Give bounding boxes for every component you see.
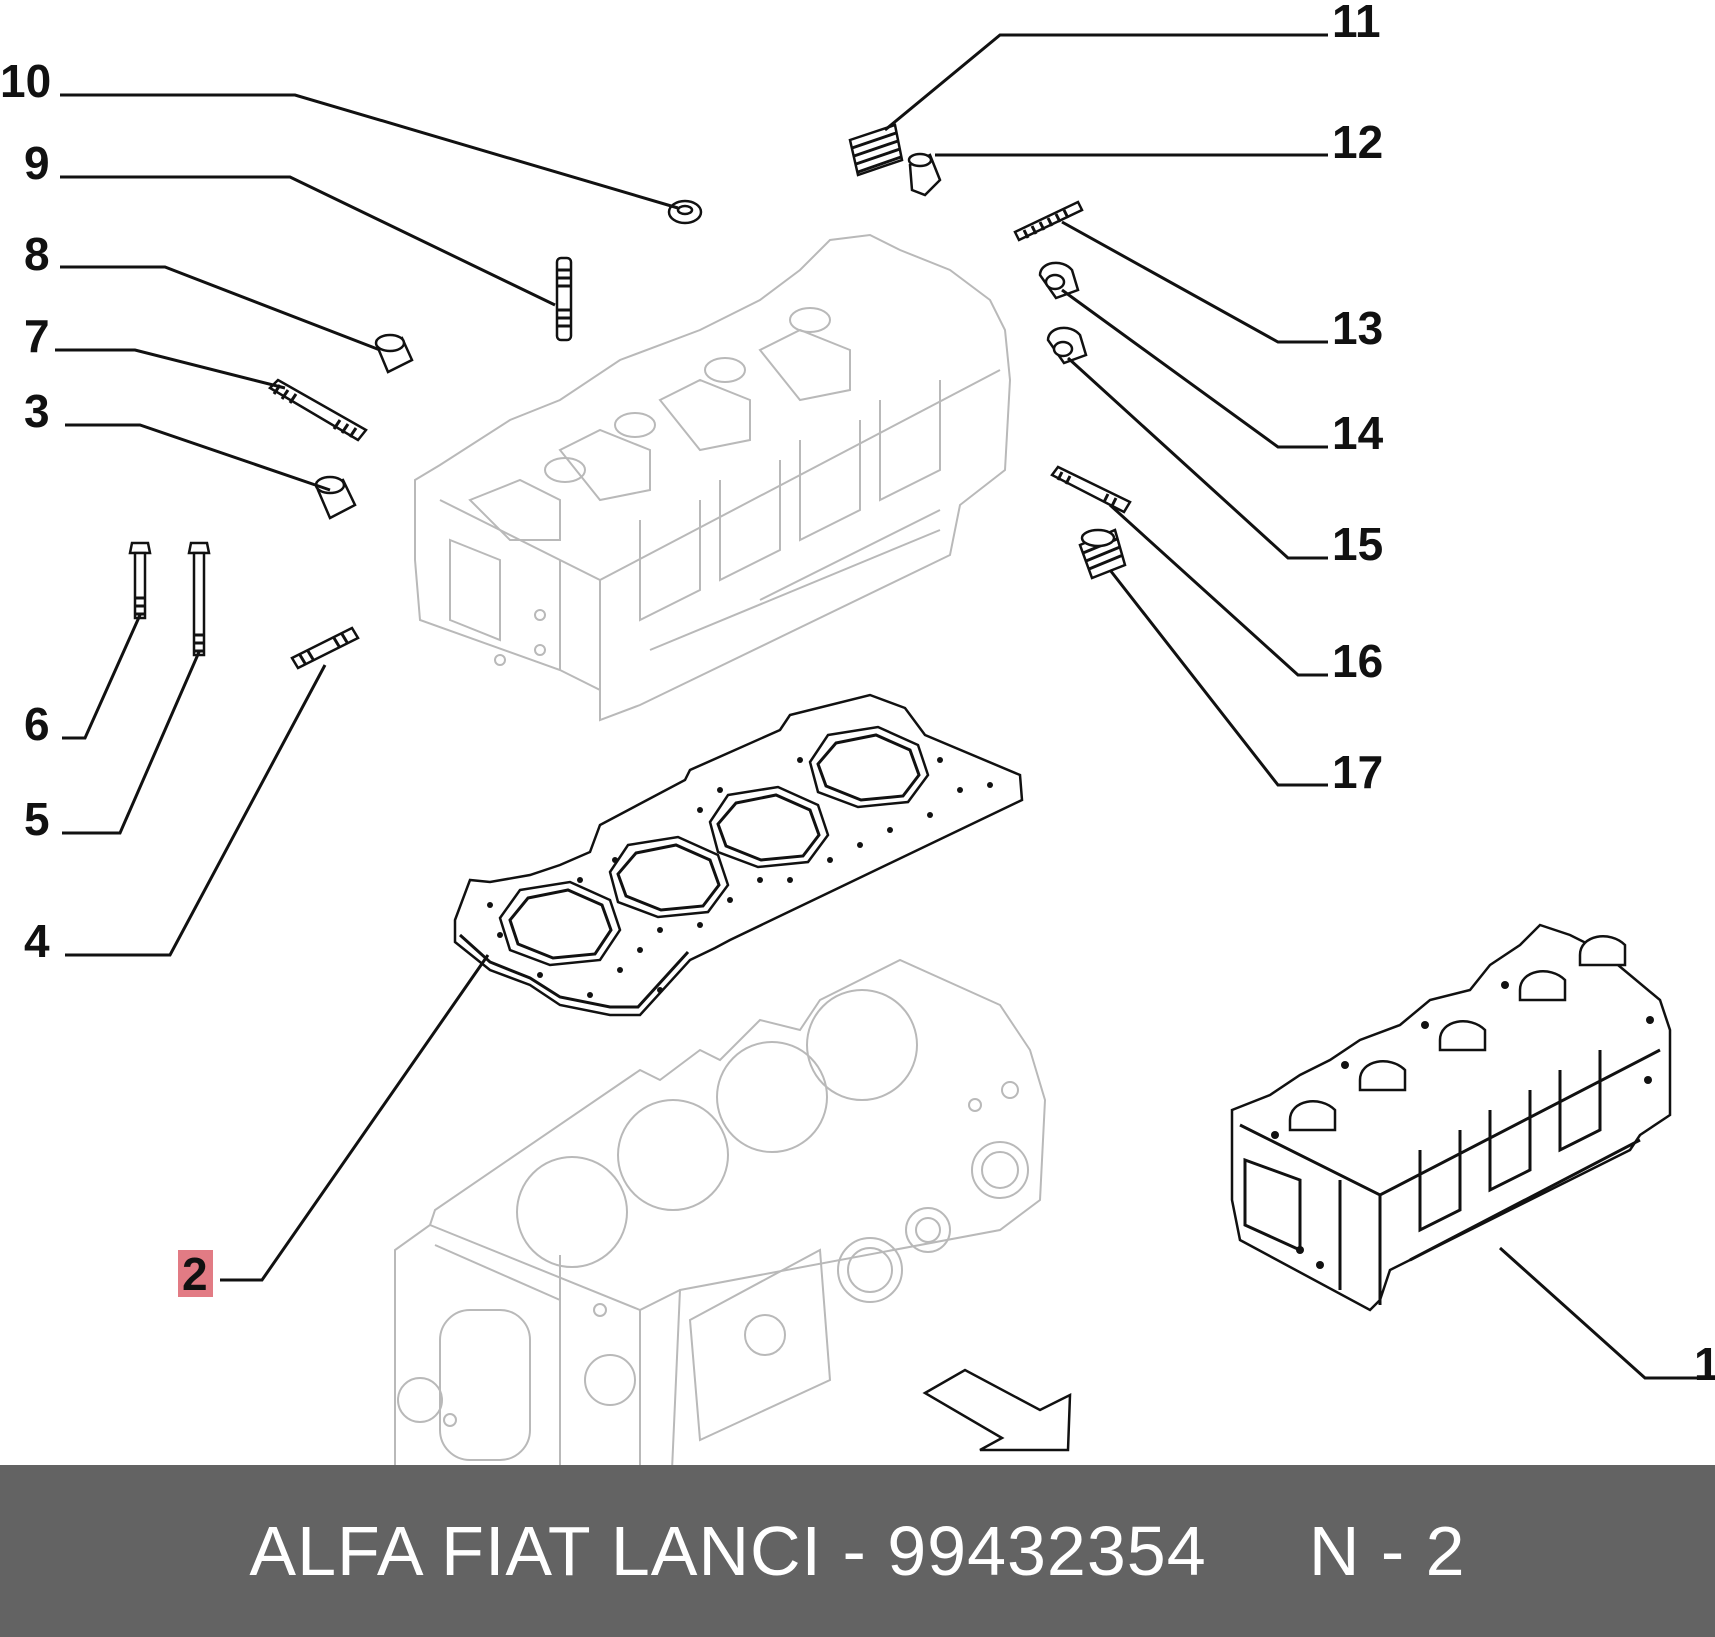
callout-9: 9 <box>24 137 50 189</box>
callout-3: 3 <box>24 385 50 437</box>
tappet-part-12 <box>907 152 942 197</box>
plug-part-8 <box>374 333 414 374</box>
callout-11: 11 <box>1332 0 1381 47</box>
stud-part-4 <box>290 626 360 670</box>
cylinder-head-ghost <box>414 233 1012 722</box>
seal-part-14 <box>1038 261 1080 300</box>
callout-10: 10 <box>0 55 51 107</box>
part-number-text: ALFA FIAT LANCI - 99432354 <box>249 1512 1207 1590</box>
stud-part-9 <box>555 256 573 342</box>
plug-part-3 <box>314 475 357 520</box>
exploded-parts-diagram: 2 10 9 8 7 3 6 5 4 11 12 13 14 15 16 17 … <box>0 0 1715 1465</box>
callout-6: 6 <box>24 698 50 750</box>
stud-part-16 <box>1050 465 1132 514</box>
callout-15: 15 <box>1332 518 1383 570</box>
stud-part-7 <box>267 378 368 442</box>
callout-14: 14 <box>1332 407 1384 459</box>
stud-part-13 <box>1013 200 1084 242</box>
callout-4: 4 <box>24 915 50 967</box>
callout-2-highlight <box>178 1250 213 1297</box>
head-gasket <box>453 693 1024 1017</box>
bolt-part-5 <box>187 541 211 657</box>
engine-block <box>394 958 1047 1465</box>
footer-spacer <box>1207 1512 1309 1590</box>
cylinder-head <box>1230 923 1672 1312</box>
callout-2: 2 <box>182 1248 208 1300</box>
callout-numbers: 2 10 9 8 7 3 6 5 4 11 12 13 14 15 16 17 … <box>0 0 1715 1390</box>
seal-part-15 <box>1046 326 1088 365</box>
callout-1: 1 <box>1694 1338 1715 1390</box>
arrow-outline-icon <box>922 1368 1072 1452</box>
part-number-footer: ALFA FIAT LANCI - 99432354 N - 2 <box>0 1465 1715 1637</box>
callout-17: 17 <box>1332 746 1383 798</box>
spring-part-11 <box>848 123 904 177</box>
leader-lines <box>55 33 1700 1380</box>
footer-label: ALFA FIAT LANCI - 99432354 N - 2 <box>249 1511 1465 1591</box>
washer-part-10 <box>667 199 703 225</box>
callout-7: 7 <box>24 310 50 362</box>
callout-8: 8 <box>24 228 50 280</box>
reference-text: N - 2 <box>1308 1512 1466 1590</box>
spring-part-17 <box>1078 528 1127 580</box>
callout-13: 13 <box>1332 302 1383 354</box>
callout-16: 16 <box>1332 635 1383 687</box>
callout-12: 12 <box>1332 116 1383 168</box>
callout-5: 5 <box>24 793 50 845</box>
bolt-part-6 <box>128 541 152 620</box>
